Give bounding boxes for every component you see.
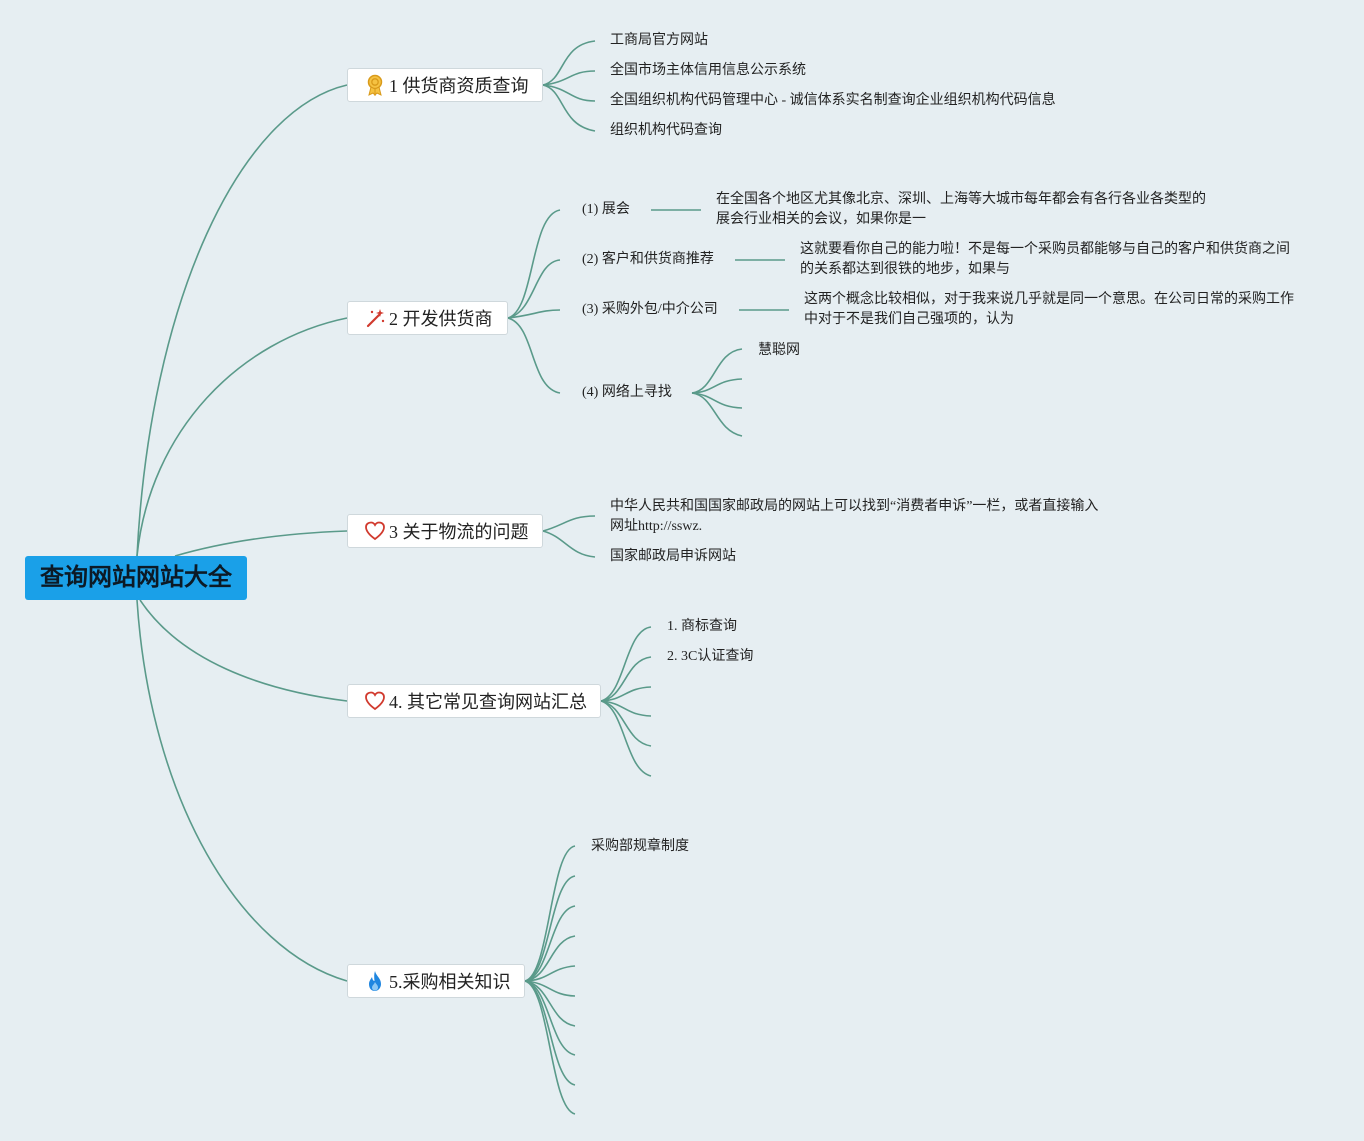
leaf-item[interactable]: 采购部规章制度 (591, 839, 689, 854)
branch-logistics[interactable]: 3 关于物流的问题 (347, 514, 543, 548)
award-ribbon-icon (364, 74, 386, 96)
magic-wand-icon (364, 307, 386, 329)
heart-icon (364, 690, 386, 712)
branch-supplier-qualification[interactable]: 1 供货商资质查询 (347, 68, 543, 102)
note-text: 在全国各个地区尤其像北京、深圳、上海等大城市每年都会有各行各业各类型的 展会行业… (716, 190, 1206, 230)
branch-label: 4. 其它常见查询网站汇总 (389, 692, 587, 712)
leaf-item[interactable]: 全国组织机构代码管理中心 - 诚信体系实名制查询企业组织机构代码信息 (610, 93, 1056, 108)
subtopic-referral[interactable]: (2) 客户和供货商推荐 (582, 252, 714, 267)
leaf-item[interactable]: 慧聪网 (758, 343, 800, 358)
branch-procurement-knowledge[interactable]: 5.采购相关知识 (347, 964, 525, 998)
leaf-item[interactable]: 中华人民共和国国家邮政局的网站上可以找到“消费者申诉”一栏，或者直接输入 网址h… (610, 497, 1098, 537)
leaf-item[interactable]: 国家邮政局申诉网站 (610, 549, 736, 564)
root-topic[interactable]: 查询网站网站大全 (25, 556, 247, 600)
subtopic-online-search[interactable]: (4) 网络上寻找 (582, 385, 672, 400)
note-text: 这就要看你自己的能力啦！不是每一个采购员都能够与自己的客户和供货商之间 的关系都… (800, 240, 1290, 280)
branch-label: 1 供货商资质查询 (389, 76, 529, 96)
leaf-item[interactable]: 1. 商标查询 (667, 619, 737, 634)
subtopic-exhibition[interactable]: (1) 展会 (582, 202, 630, 217)
note-line: 这就要看你自己的能力啦！不是每一个采购员都能够与自己的客户和供货商之间 (800, 242, 1290, 257)
note-text: 这两个概念比较相似，对于我来说几乎就是同一个意思。在公司日常的采购工作 中对于不… (804, 290, 1294, 330)
leaf-item[interactable]: 组织机构代码查询 (610, 123, 722, 138)
leaf-item[interactable]: 2. 3C认证查询 (667, 649, 754, 664)
branch-label: 2 开发供货商 (389, 309, 493, 329)
leaf-item[interactable]: 工商局官方网站 (610, 33, 708, 48)
branch-label: 3 关于物流的问题 (389, 522, 529, 542)
note-line: 这两个概念比较相似，对于我来说几乎就是同一个意思。在公司日常的采购工作 (804, 292, 1294, 307)
leaf-line: 网址http://sswz. (610, 519, 703, 534)
flame-icon (364, 970, 386, 992)
branch-develop-suppliers[interactable]: 2 开发供货商 (347, 301, 508, 335)
subtopic-outsourcing[interactable]: (3) 采购外包/中介公司 (582, 302, 718, 317)
note-line: 在全国各个地区尤其像北京、深圳、上海等大城市每年都会有各行各业各类型的 (716, 192, 1206, 207)
branch-other-sites[interactable]: 4. 其它常见查询网站汇总 (347, 684, 601, 718)
leaf-item[interactable]: 全国市场主体信用信息公示系统 (610, 63, 806, 78)
note-line: 的关系都达到很铁的地步，如果与 (800, 262, 1010, 277)
leaf-line: 中华人民共和国国家邮政局的网站上可以找到“消费者申诉”一栏，或者直接输入 (610, 499, 1099, 514)
heart-icon (364, 520, 386, 542)
branch-label: 5.采购相关知识 (389, 972, 511, 992)
note-line: 展会行业相关的会议，如果你是一 (716, 212, 926, 227)
note-line: 中对于不是我们自己强项的，认为 (804, 312, 1014, 327)
